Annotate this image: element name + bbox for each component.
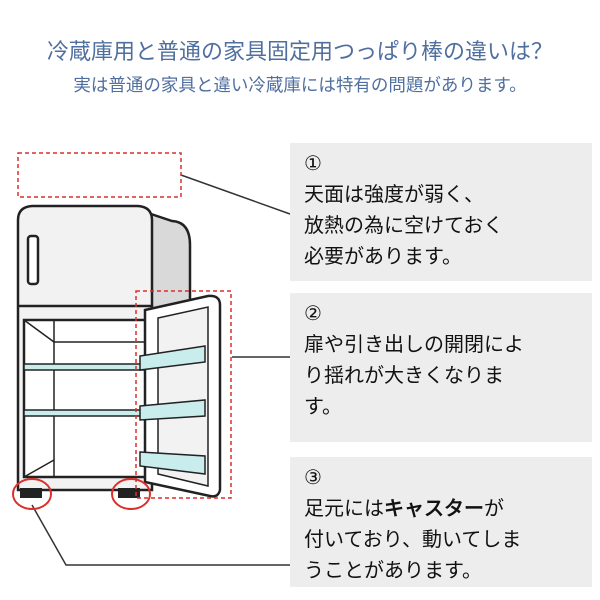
note-text: 扉や引き出しの開閉によ り揺れが大きくなりま す。	[304, 332, 524, 418]
note-number: ②	[304, 301, 322, 325]
refrigerator-feet	[20, 488, 140, 498]
refrigerator-body	[16, 204, 192, 492]
caster-keyword: キャスター	[384, 496, 484, 520]
highlight-areas	[17, 152, 232, 499]
note-number: ③	[304, 465, 322, 489]
highlight-door	[135, 290, 232, 499]
caster-highlights	[12, 478, 151, 510]
note-box-2: ② 扉や引き出しの開閉によ り揺れが大きくなりま す。	[290, 293, 592, 442]
page-subtitle: 実は普通の家具と違い冷蔵庫には特有の問題があります。	[73, 76, 527, 96]
connector-line-caster	[31, 504, 290, 566]
note-number: ①	[304, 151, 322, 175]
door-pockets	[139, 345, 206, 475]
note-text: 天面は強度が弱く、 放熱の為に空けておく 必要があります。	[304, 182, 504, 268]
note-text: 足元にはキャスターが 付いており、動いてしま うことがあります。	[304, 496, 522, 582]
note-box-3: ③ 足元にはキャスターが 付いており、動いてしま うことがあります。	[290, 457, 592, 587]
connector-line-top	[180, 174, 291, 215]
highlight-top	[17, 152, 182, 198]
note-box-1: ① 天面は強度が弱く、 放熱の為に空けておく 必要があります。	[290, 143, 592, 281]
page-title: 冷蔵庫用と普通の家具固定用つっぱり棒の違いは？	[46, 40, 553, 65]
